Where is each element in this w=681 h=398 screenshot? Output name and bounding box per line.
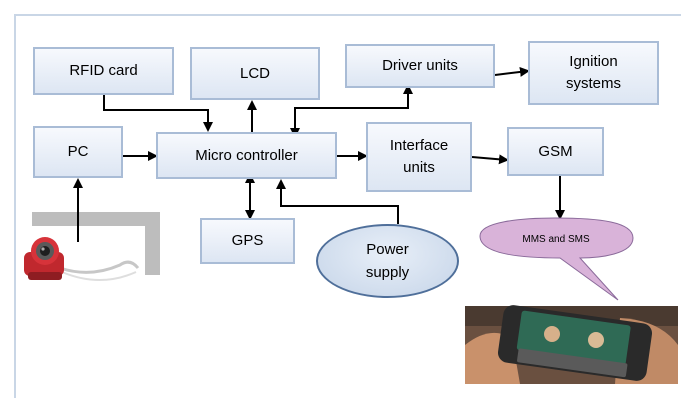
gray-bracket-right: [145, 212, 160, 275]
ignition-systems-block: Ignition systems: [528, 41, 659, 105]
interface-label-line1: Interface: [389, 137, 449, 154]
power-label-line2: supply: [365, 264, 410, 281]
lcd-block: LCD: [190, 47, 320, 100]
interface-label-line2: units: [403, 159, 435, 176]
gsm-block: GSM: [507, 127, 604, 176]
interface-units-block: Interface units: [366, 122, 472, 192]
arrow-driver-to-ignition: [494, 66, 530, 77]
rfid-card-label: RFID card: [69, 62, 138, 79]
micro-controller-block: Micro controller: [156, 132, 337, 179]
callout-text: MMS and SMS: [522, 234, 590, 245]
pc-label: PC: [67, 143, 89, 160]
power-label-line1: Power: [366, 241, 409, 258]
frame-top: [14, 14, 681, 16]
pc-block: PC: [33, 126, 123, 178]
callout-bubble: [479, 217, 634, 301]
power-supply-ellipse: Power supply: [316, 224, 459, 298]
frame-left: [14, 14, 16, 398]
gray-bracket-top: [32, 212, 160, 226]
smartphone-photo: [465, 305, 678, 384]
driver-units-block: Driver units: [345, 44, 495, 88]
gsm-label: GSM: [538, 142, 573, 160]
arrow-power-to-micro: [276, 179, 399, 224]
lcd-label: LCD: [239, 64, 270, 82]
rfid-card-block: RFID card: [33, 47, 174, 95]
arrow-micro-driver: [290, 84, 413, 138]
gps-block: GPS: [200, 218, 295, 264]
ignition-label-line2: systems: [565, 75, 621, 92]
ignition-label-line1: Ignition: [569, 53, 618, 70]
micro-controller-label: Micro controller: [195, 146, 298, 164]
webcam-icon: [24, 237, 140, 281]
driver-units-label: Driver units: [382, 57, 458, 74]
arrow-interface-to-gsm: [471, 154, 509, 165]
gps-label: GPS: [231, 232, 264, 249]
arrow-rfid-to-micro: [103, 95, 213, 132]
